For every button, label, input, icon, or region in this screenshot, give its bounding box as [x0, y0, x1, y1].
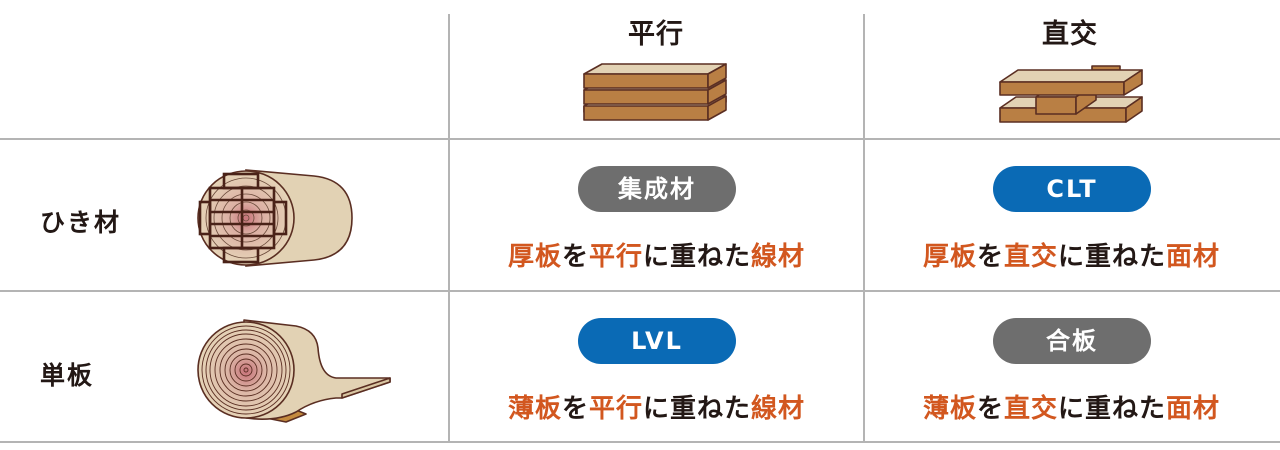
- desc-part: 面材: [1166, 242, 1221, 272]
- badge-clt: CLT: [993, 166, 1151, 212]
- parallel-stacked-boards-icon: [583, 63, 727, 121]
- desc-part: を: [976, 394, 1004, 424]
- grid-line-bottom: [0, 441, 1280, 443]
- desc-part: を: [561, 394, 589, 424]
- desc-part: 厚板: [922, 242, 977, 272]
- desc-part: 直交: [1003, 242, 1058, 272]
- grid-line-col1: [448, 14, 450, 442]
- description-glulam: 厚板を平行に重ねた線材: [449, 236, 864, 273]
- desc-part: 線材: [751, 394, 806, 424]
- desc-part: を: [976, 242, 1004, 272]
- badge-plywood: 合板: [993, 318, 1151, 364]
- badge-glulam: 集成材: [578, 166, 736, 212]
- grid-line-row1: [0, 290, 1280, 292]
- column-header-cross: 直交: [1042, 19, 1098, 50]
- desc-part: を: [561, 242, 589, 272]
- desc-part: 線材: [751, 242, 806, 272]
- description-lvl: 薄板を平行に重ねた線材: [449, 388, 864, 425]
- desc-part: 面材: [1166, 394, 1221, 424]
- desc-part: 薄板: [507, 394, 562, 424]
- row-label-veneer: 単板: [40, 361, 95, 390]
- column-header-parallel: 平行: [628, 19, 684, 50]
- badge-lvl: LVL: [578, 318, 736, 364]
- grid-line-header: [0, 138, 1280, 140]
- desc-part: に重ねた: [643, 242, 752, 272]
- desc-part: 平行: [588, 242, 643, 272]
- veneer-roll-log-icon: [197, 319, 391, 423]
- cross-laminated-boards-icon: [999, 65, 1143, 123]
- description-plywood: 薄板を直交に重ねた面材: [864, 388, 1279, 425]
- desc-part: に重ねた: [1058, 242, 1167, 272]
- description-clt: 厚板を直交に重ねた面材: [864, 236, 1279, 273]
- desc-part: に重ねた: [643, 394, 752, 424]
- desc-part: 平行: [588, 394, 643, 424]
- desc-part: に重ねた: [1058, 394, 1167, 424]
- sawn-lumber-log-icon: [197, 169, 353, 267]
- row-label-sawn-lumber: ひき材: [40, 208, 122, 237]
- desc-part: 薄板: [922, 394, 977, 424]
- grid-line-col2: [863, 14, 865, 442]
- desc-part: 直交: [1003, 394, 1058, 424]
- desc-part: 厚板: [507, 242, 562, 272]
